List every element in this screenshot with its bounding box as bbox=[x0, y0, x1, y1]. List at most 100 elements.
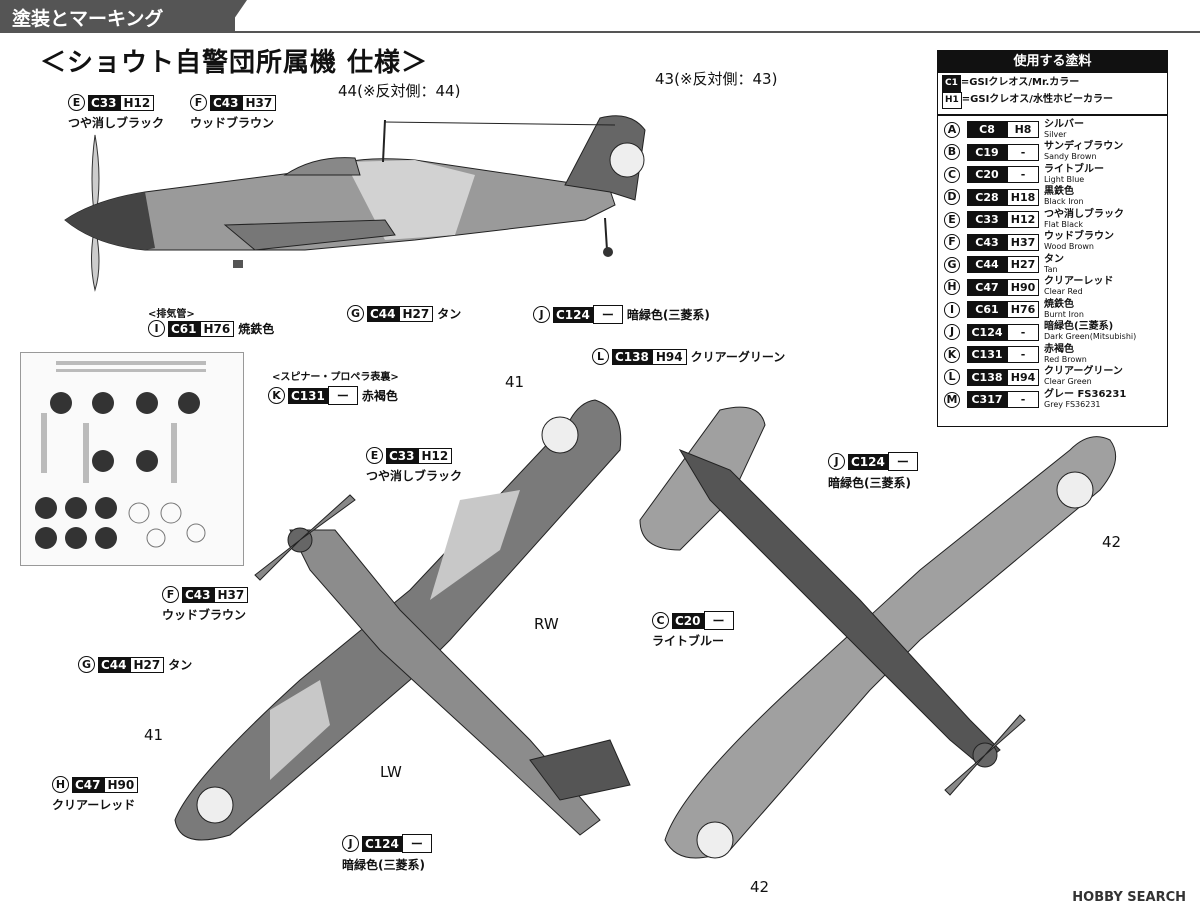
legend-letter: E bbox=[944, 211, 960, 228]
legend-letter: D bbox=[944, 189, 960, 206]
legend-hobby-color: - bbox=[1007, 346, 1039, 364]
legend-name-jp: 焼鉄色 bbox=[1044, 298, 1074, 310]
legend-hobby-color: H27 bbox=[1007, 256, 1039, 274]
decal-43-label: 43(※反対側：43) bbox=[655, 70, 778, 88]
legend-letter: L bbox=[944, 369, 960, 386]
top-callout-h-name: クリアーレッド bbox=[52, 798, 136, 812]
legend-name-jp: ウッドブラウン bbox=[1044, 231, 1114, 243]
legend-hobby-color: - bbox=[1007, 143, 1039, 161]
paint-legend: 使用する塗料 C1=GSIクレオス/Mr.カラー H1=GSIクレオス/水性ホビ… bbox=[937, 50, 1168, 427]
side-callout-f-name: ウッドブラウン bbox=[190, 116, 275, 130]
legend-name-jp: シルバー bbox=[1044, 118, 1084, 130]
legend-letter: A bbox=[944, 121, 960, 138]
top-callout-e-name: つや消しブラック bbox=[366, 469, 463, 483]
legend-mr-color: C47 bbox=[967, 278, 1007, 296]
watermark: HOBBY SEARCH bbox=[1072, 890, 1186, 905]
legend-name-en: Black Iron bbox=[1044, 197, 1084, 207]
top-callout-j-name: 暗緑色(三菱系) bbox=[342, 858, 425, 872]
legend-mr-color: C8 bbox=[967, 121, 1007, 139]
legend-name-en: Sandy Brown bbox=[1044, 152, 1097, 162]
legend-hobby-color: H90 bbox=[1007, 278, 1039, 296]
side-view-drawing bbox=[64, 115, 646, 292]
legend-name-en: Grey FS36231 bbox=[1044, 399, 1101, 409]
legend-hobby-color: H18 bbox=[1007, 188, 1039, 206]
legend-letter: B bbox=[944, 144, 960, 161]
legend-name-en: Burnt Iron bbox=[1044, 309, 1084, 319]
legend-name-jp: グレー FS36231 bbox=[1044, 388, 1127, 400]
legend-mr-color: C124 bbox=[967, 323, 1007, 341]
legend-note-h1: H1=GSIクレオス/水性ホビーカラー bbox=[942, 92, 1163, 109]
legend-name-en: Silver bbox=[1044, 129, 1067, 139]
legend-divider bbox=[938, 114, 1167, 116]
legend-title: 使用する塗料 bbox=[938, 51, 1167, 73]
legend-notes: C1=GSIクレオス/Mr.カラー H1=GSIクレオス/水性ホビーカラー bbox=[938, 73, 1167, 111]
side-callout-e-name: つや消しブラック bbox=[68, 116, 165, 130]
legend-letter: K bbox=[944, 346, 960, 363]
legend-mr-color: C20 bbox=[967, 166, 1007, 184]
legend-mr-color: C33 bbox=[967, 211, 1007, 229]
legend-name-jp: 暗緑色(三菱系) bbox=[1044, 321, 1114, 333]
spinner-note: <スピナー・プロペラ表裏> bbox=[272, 372, 399, 383]
legend-name-jp: クリアーグリーン bbox=[1044, 366, 1123, 378]
legend-hobby-color: H37 bbox=[1007, 233, 1039, 251]
section-header-bar bbox=[0, 0, 235, 32]
legend-name-jp: ライトブルー bbox=[1044, 163, 1104, 175]
legend-mr-color: C61 bbox=[967, 301, 1007, 319]
legend-name-jp: 赤褐色 bbox=[1044, 343, 1074, 355]
legend-hobby-color: H76 bbox=[1007, 301, 1039, 319]
section-header-rule bbox=[0, 31, 1200, 33]
legend-mr-color: C317 bbox=[967, 391, 1007, 409]
legend-hobby-color: H8 bbox=[1007, 121, 1039, 139]
legend-mr-color: C138 bbox=[967, 368, 1007, 386]
legend-name-en: Clear Red bbox=[1044, 287, 1083, 297]
legend-name-en: Flat Black bbox=[1044, 219, 1084, 229]
legend-name-jp: クリアーレッド bbox=[1044, 276, 1114, 288]
decal-sheet-art bbox=[35, 361, 206, 549]
legend-name-en: Clear Green bbox=[1044, 377, 1092, 387]
legend-name-jp: サンディブラウン bbox=[1044, 141, 1124, 153]
legend-mr-color: C131 bbox=[967, 346, 1007, 364]
decal-sheet bbox=[20, 352, 244, 566]
legend-mr-color: C28 bbox=[967, 188, 1007, 206]
lw-label: LW bbox=[380, 763, 402, 781]
legend-mr-color: C19 bbox=[967, 143, 1007, 161]
legend-name-en: Dark Green(Mitsubishi) bbox=[1044, 332, 1137, 342]
section-header-cut bbox=[225, 0, 247, 32]
decal-44-label: 44(※反対側：44) bbox=[338, 82, 461, 100]
legend-name-en: Tan bbox=[1044, 264, 1058, 274]
legend-hobby-color: H12 bbox=[1007, 211, 1039, 229]
bottom-callout-c-name: ライトブルー bbox=[652, 634, 725, 648]
decal-41-top-label: 41 bbox=[505, 373, 525, 391]
legend-note-c1: C1=GSIクレオス/Mr.カラー bbox=[942, 75, 1163, 92]
legend-name-en: Red Brown bbox=[1044, 354, 1087, 364]
